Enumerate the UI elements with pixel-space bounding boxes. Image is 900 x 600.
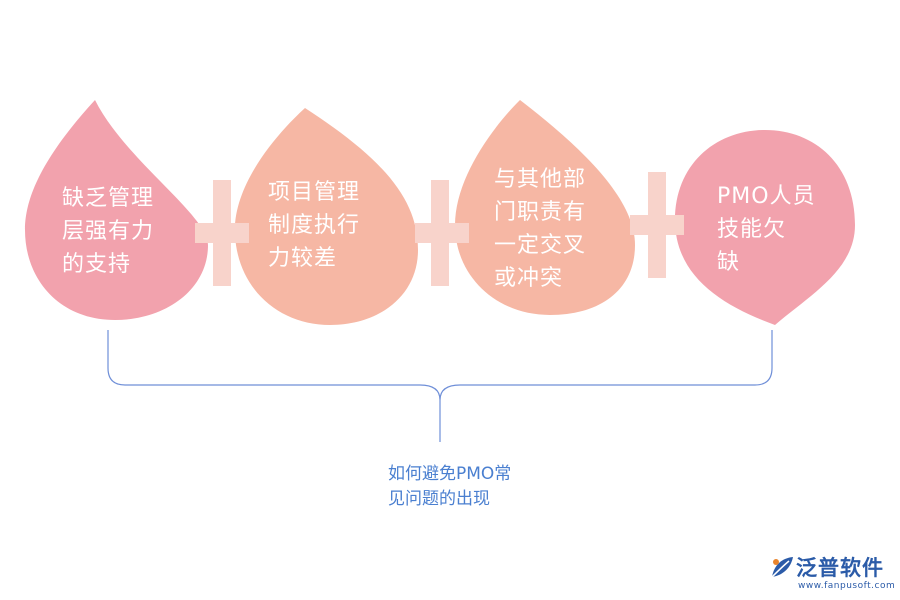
plus-sign-1	[195, 180, 249, 286]
drop-2-label: 项目管理 制度执行 力较差	[268, 180, 361, 271]
brand-logo: 泛普软件 www.fanpusoft.com	[768, 551, 896, 595]
plus-signs	[195, 172, 684, 286]
drop-3-label: 与其他部 门职责有 一定交叉 或冲突	[494, 167, 587, 291]
curly-brace	[107, 330, 773, 442]
drop-3-shape	[455, 100, 635, 315]
drop-1-shape	[25, 100, 208, 320]
teardrop-shapes	[25, 100, 855, 325]
drop-4-shape	[675, 130, 855, 325]
drop-2-shape	[234, 108, 418, 325]
logo-leaf-icon	[771, 557, 793, 578]
drop-1-label: 缺乏管理 层强有力 的支持	[62, 186, 155, 277]
logo-name: 泛普软件	[796, 556, 884, 580]
caption-text: 如何避免PMO常 见问题的出现	[388, 464, 512, 509]
plus-sign-2	[415, 180, 469, 286]
logo-url: www.fanpusoft.com	[798, 581, 896, 591]
drop-4-label: PMO人员 技能欠 缺	[717, 184, 816, 275]
plus-sign-3	[630, 172, 684, 278]
